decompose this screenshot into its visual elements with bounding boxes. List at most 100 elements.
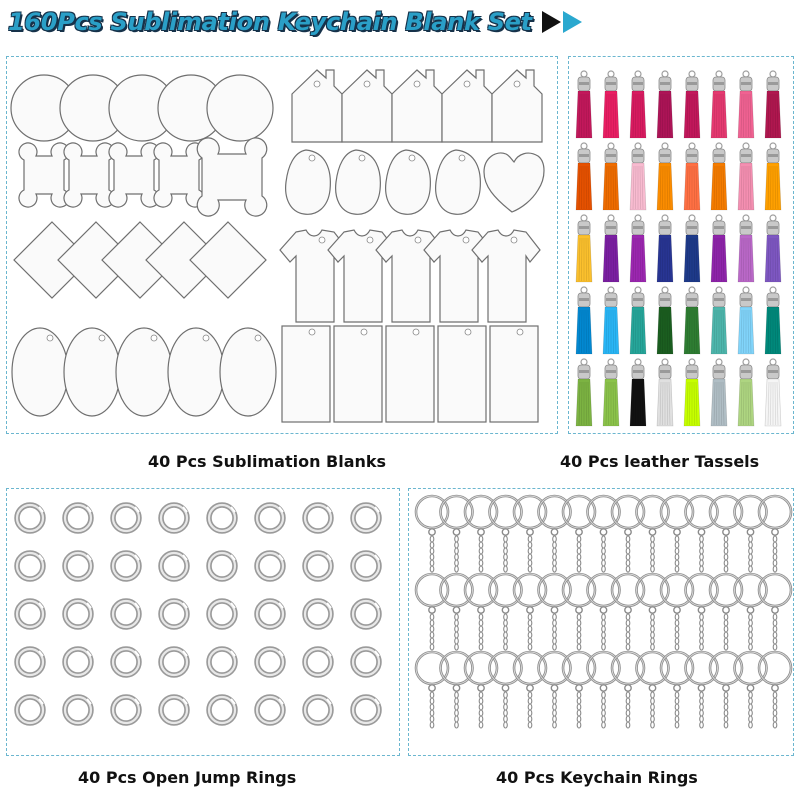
keyring-hole	[254, 334, 262, 342]
bone-blank	[196, 137, 268, 217]
keyring-hole	[313, 80, 321, 88]
keychain-ring	[733, 572, 768, 651]
keychain-ring	[561, 494, 597, 573]
oval-blank	[115, 327, 173, 417]
oval-blank	[167, 327, 225, 417]
house-blank	[441, 69, 493, 143]
tassel	[602, 70, 620, 139]
jump-ring	[302, 598, 334, 630]
keychain-ring	[659, 650, 695, 729]
bone-blank	[153, 142, 205, 208]
water-drop-blank	[335, 149, 381, 215]
keychain-ring	[708, 572, 744, 651]
t-shirt-blank	[471, 229, 541, 323]
keychain-ring	[635, 650, 670, 729]
keychain-ring	[635, 572, 670, 651]
keyring-hole	[458, 154, 466, 162]
jump-ring	[302, 502, 334, 534]
heart-blank	[483, 152, 545, 213]
keyring-hole	[463, 80, 471, 88]
keyring-hole	[308, 154, 316, 162]
keyring-hole	[414, 236, 422, 244]
keyring-hole	[510, 236, 518, 244]
tassel	[683, 286, 701, 355]
jump-ring	[350, 646, 382, 678]
keychain-ring	[537, 572, 572, 651]
tassel	[710, 70, 728, 139]
keychain-ring	[414, 650, 450, 729]
jump-ring	[110, 598, 142, 630]
keychain-ring	[610, 650, 646, 729]
tassel	[656, 286, 674, 355]
tassel	[629, 358, 647, 427]
tassel	[629, 214, 647, 283]
jump-ring	[14, 550, 46, 582]
circle-blank	[206, 74, 274, 142]
keychain-ring	[463, 650, 499, 729]
tassel	[656, 142, 674, 211]
keyring-hole	[462, 236, 470, 244]
open-jump-rings	[14, 502, 382, 726]
keyring-hole	[516, 328, 524, 336]
tassel	[737, 214, 755, 283]
keychain-ring	[684, 650, 719, 729]
jump-ring	[206, 694, 238, 726]
title-text: 160Pcs Sublimation Keychain Blank Set	[8, 8, 532, 36]
keyring-hole	[46, 334, 54, 342]
keyring-hole	[202, 334, 210, 342]
tassel	[575, 214, 593, 283]
tassel	[656, 358, 674, 427]
jump-rings-caption: 40 Pcs Open Jump Rings	[78, 768, 297, 787]
title-arrows	[541, 11, 582, 33]
jump-rings-panel	[6, 488, 400, 756]
keychain-ring	[733, 494, 768, 573]
keyring-hole	[366, 236, 374, 244]
jump-ring	[206, 502, 238, 534]
keychain-ring	[757, 572, 793, 651]
keychain-ring	[512, 650, 548, 729]
tassel	[737, 358, 755, 427]
jump-ring	[14, 502, 46, 534]
tassel	[683, 142, 701, 211]
tassel	[764, 286, 782, 355]
keyring-hole	[98, 334, 106, 342]
keychain-ring	[512, 494, 548, 573]
oval-blank	[219, 327, 277, 417]
tassel	[764, 70, 782, 139]
tassel	[710, 286, 728, 355]
leather-tassels	[575, 70, 782, 427]
tassel	[629, 142, 647, 211]
keychain-ring	[488, 572, 523, 651]
tassel	[683, 358, 701, 427]
diamond-blank	[189, 221, 267, 299]
tassel	[737, 286, 755, 355]
keychain-ring	[635, 494, 670, 573]
jump-ring	[62, 598, 94, 630]
jump-ring	[254, 598, 286, 630]
keychain-ring	[610, 572, 646, 651]
jump-ring	[62, 694, 94, 726]
keychain-ring	[684, 572, 719, 651]
product-title: 160Pcs Sublimation Keychain Blank Set	[8, 4, 582, 40]
keychain-ring	[757, 494, 793, 573]
jump-ring	[350, 502, 382, 534]
keychain-ring	[684, 494, 719, 573]
tassel	[575, 286, 593, 355]
jump-ring	[62, 646, 94, 678]
house-blank	[491, 69, 543, 143]
jump-ring	[62, 550, 94, 582]
leather-tassels-panel	[568, 56, 794, 434]
keychain-ring	[708, 650, 744, 729]
sublimation-blanks-panel	[6, 56, 558, 434]
jump-ring	[302, 646, 334, 678]
keyring-hole	[308, 328, 316, 336]
keychain-ring	[733, 650, 768, 729]
jump-ring	[158, 550, 190, 582]
jump-ring	[14, 598, 46, 630]
tassel	[656, 70, 674, 139]
keyring-hole	[413, 80, 421, 88]
oval-blank	[11, 327, 69, 417]
bone-blank	[18, 142, 70, 208]
keyring-hole	[358, 154, 366, 162]
